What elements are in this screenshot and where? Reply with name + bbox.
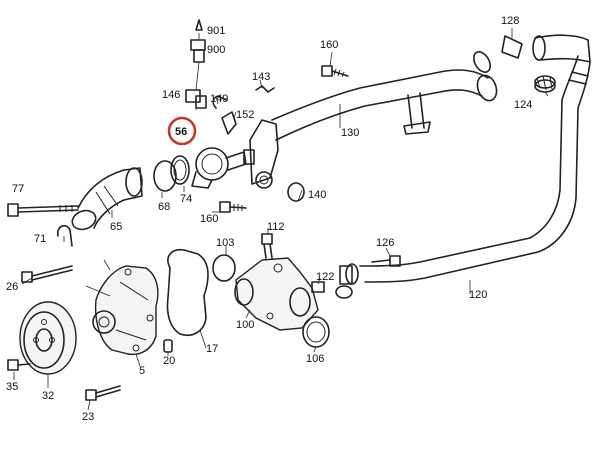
label-32[interactable]: 32	[42, 390, 54, 402]
label-149[interactable]: 149	[210, 93, 228, 105]
gasket-17[interactable]	[166, 248, 209, 336]
label-74[interactable]: 74	[180, 193, 192, 205]
label-100[interactable]: 100	[236, 319, 254, 331]
label-23[interactable]: 23	[82, 411, 94, 423]
fitting-122[interactable]	[311, 281, 325, 293]
o-ring-74[interactable]	[170, 155, 190, 185]
label-146[interactable]: 146	[162, 89, 180, 101]
label-35[interactable]: 35	[6, 381, 18, 393]
label-112[interactable]: 112	[267, 221, 285, 233]
bolt-160-top[interactable]	[321, 65, 349, 78]
highlight-ring-56	[167, 116, 197, 146]
sensor-900[interactable]	[190, 19, 206, 63]
spring-143[interactable]	[255, 85, 275, 93]
label-160-bottom[interactable]: 160	[200, 213, 218, 225]
label-77[interactable]: 77	[12, 183, 24, 195]
label-17[interactable]: 17	[206, 343, 218, 355]
bolt-26[interactable]	[21, 265, 73, 283]
label-5[interactable]: 5	[139, 365, 145, 377]
thermostat-56[interactable]	[191, 147, 255, 189]
bolt-35[interactable]	[7, 359, 31, 371]
label-160-top[interactable]: 160	[320, 39, 338, 51]
clamp-124[interactable]	[534, 75, 556, 93]
label-152[interactable]: 152	[236, 109, 254, 121]
bolt-160-bottom[interactable]	[219, 201, 247, 213]
o-ring-103[interactable]	[212, 254, 236, 282]
label-124[interactable]: 124	[514, 99, 532, 111]
label-68[interactable]: 68	[158, 201, 170, 213]
label-901[interactable]: 901	[207, 25, 225, 37]
label-20[interactable]: 20	[163, 355, 175, 367]
label-120[interactable]: 120	[469, 289, 487, 301]
housing-100[interactable]	[234, 257, 319, 331]
pin-20[interactable]	[163, 339, 173, 353]
label-143[interactable]: 143	[252, 71, 270, 83]
clip-152[interactable]	[221, 111, 237, 135]
bolt-112[interactable]	[261, 233, 273, 259]
label-130[interactable]: 130	[341, 127, 359, 139]
label-71[interactable]: 71	[34, 233, 46, 245]
pipe-120[interactable]	[335, 99, 579, 299]
elbow-65[interactable]	[70, 167, 143, 233]
label-128[interactable]: 128	[501, 15, 519, 27]
label-122[interactable]: 122	[316, 271, 334, 283]
label-140[interactable]: 140	[308, 189, 326, 201]
clip-149[interactable]	[212, 95, 227, 109]
o-ring-106[interactable]	[302, 316, 330, 348]
pulley-32[interactable]	[19, 301, 77, 375]
label-56[interactable]: 56	[175, 126, 187, 138]
bolt-126[interactable]	[371, 255, 401, 267]
water-pump-5[interactable]	[92, 265, 159, 356]
label-26[interactable]: 26	[6, 281, 18, 293]
connector-140[interactable]	[249, 119, 305, 202]
leader-lines	[13, 28, 549, 411]
hose-128[interactable]	[501, 34, 591, 109]
label-126[interactable]: 126	[376, 237, 394, 249]
label-103[interactable]: 103	[216, 237, 234, 249]
pipe-130[interactable]	[271, 49, 500, 141]
clip-71[interactable]	[56, 224, 73, 247]
bolt-77[interactable]	[7, 203, 79, 217]
label-106[interactable]: 106	[306, 353, 324, 365]
callout-labels: 901 900 160 128 143 146 149 152 124 130 …	[6, 15, 532, 423]
o-ring-68[interactable]	[153, 160, 177, 192]
label-65[interactable]: 65	[110, 221, 122, 233]
bolt-23[interactable]	[85, 385, 121, 401]
label-900[interactable]: 900	[207, 44, 225, 56]
